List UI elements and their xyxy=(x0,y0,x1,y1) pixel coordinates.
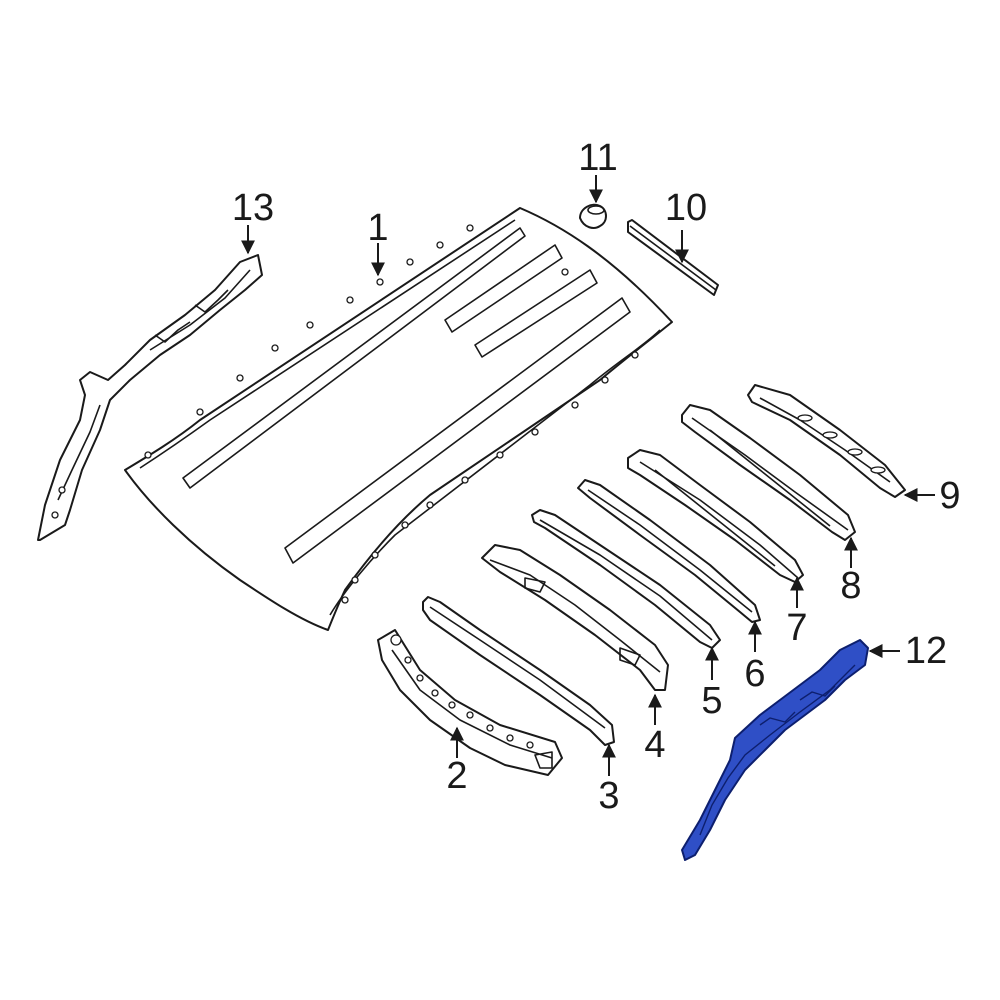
front-header-part-2[interactable] xyxy=(377,629,563,776)
callout-9: 9 xyxy=(939,475,960,517)
seal-strip-part-10[interactable] xyxy=(627,219,719,296)
leader-arrows xyxy=(241,175,935,776)
callout-6: 6 xyxy=(744,653,765,695)
callout-5: 5 xyxy=(701,680,722,722)
rear-header-part-9[interactable] xyxy=(747,384,906,498)
highlighted-reinforcement-part-12[interactable] xyxy=(681,639,869,861)
callout-labels: 1 2 3 4 5 6 7 8 9 10 11 12 13 xyxy=(232,137,961,817)
roof-bow-part-4[interactable] xyxy=(481,544,669,691)
roof-bow-part-3[interactable] xyxy=(422,596,615,746)
callout-1: 1 xyxy=(367,207,388,249)
callout-13: 13 xyxy=(232,187,274,229)
callout-8: 8 xyxy=(840,565,861,607)
roof-bow-part-6[interactable] xyxy=(577,479,761,623)
callout-10: 10 xyxy=(665,187,707,229)
callout-11: 11 xyxy=(578,137,617,179)
callout-7: 7 xyxy=(786,607,807,649)
callout-12: 12 xyxy=(905,630,947,672)
clip-part-11[interactable] xyxy=(579,203,607,229)
callout-4: 4 xyxy=(644,724,665,766)
callout-3: 3 xyxy=(598,775,619,817)
callout-2: 2 xyxy=(446,755,467,797)
roof-bow-part-8[interactable] xyxy=(681,404,856,541)
roof-bow-part-5[interactable] xyxy=(531,509,721,649)
pillar-reinforcement-part-13[interactable] xyxy=(37,254,263,541)
roof-panel-part-1[interactable] xyxy=(124,207,673,631)
